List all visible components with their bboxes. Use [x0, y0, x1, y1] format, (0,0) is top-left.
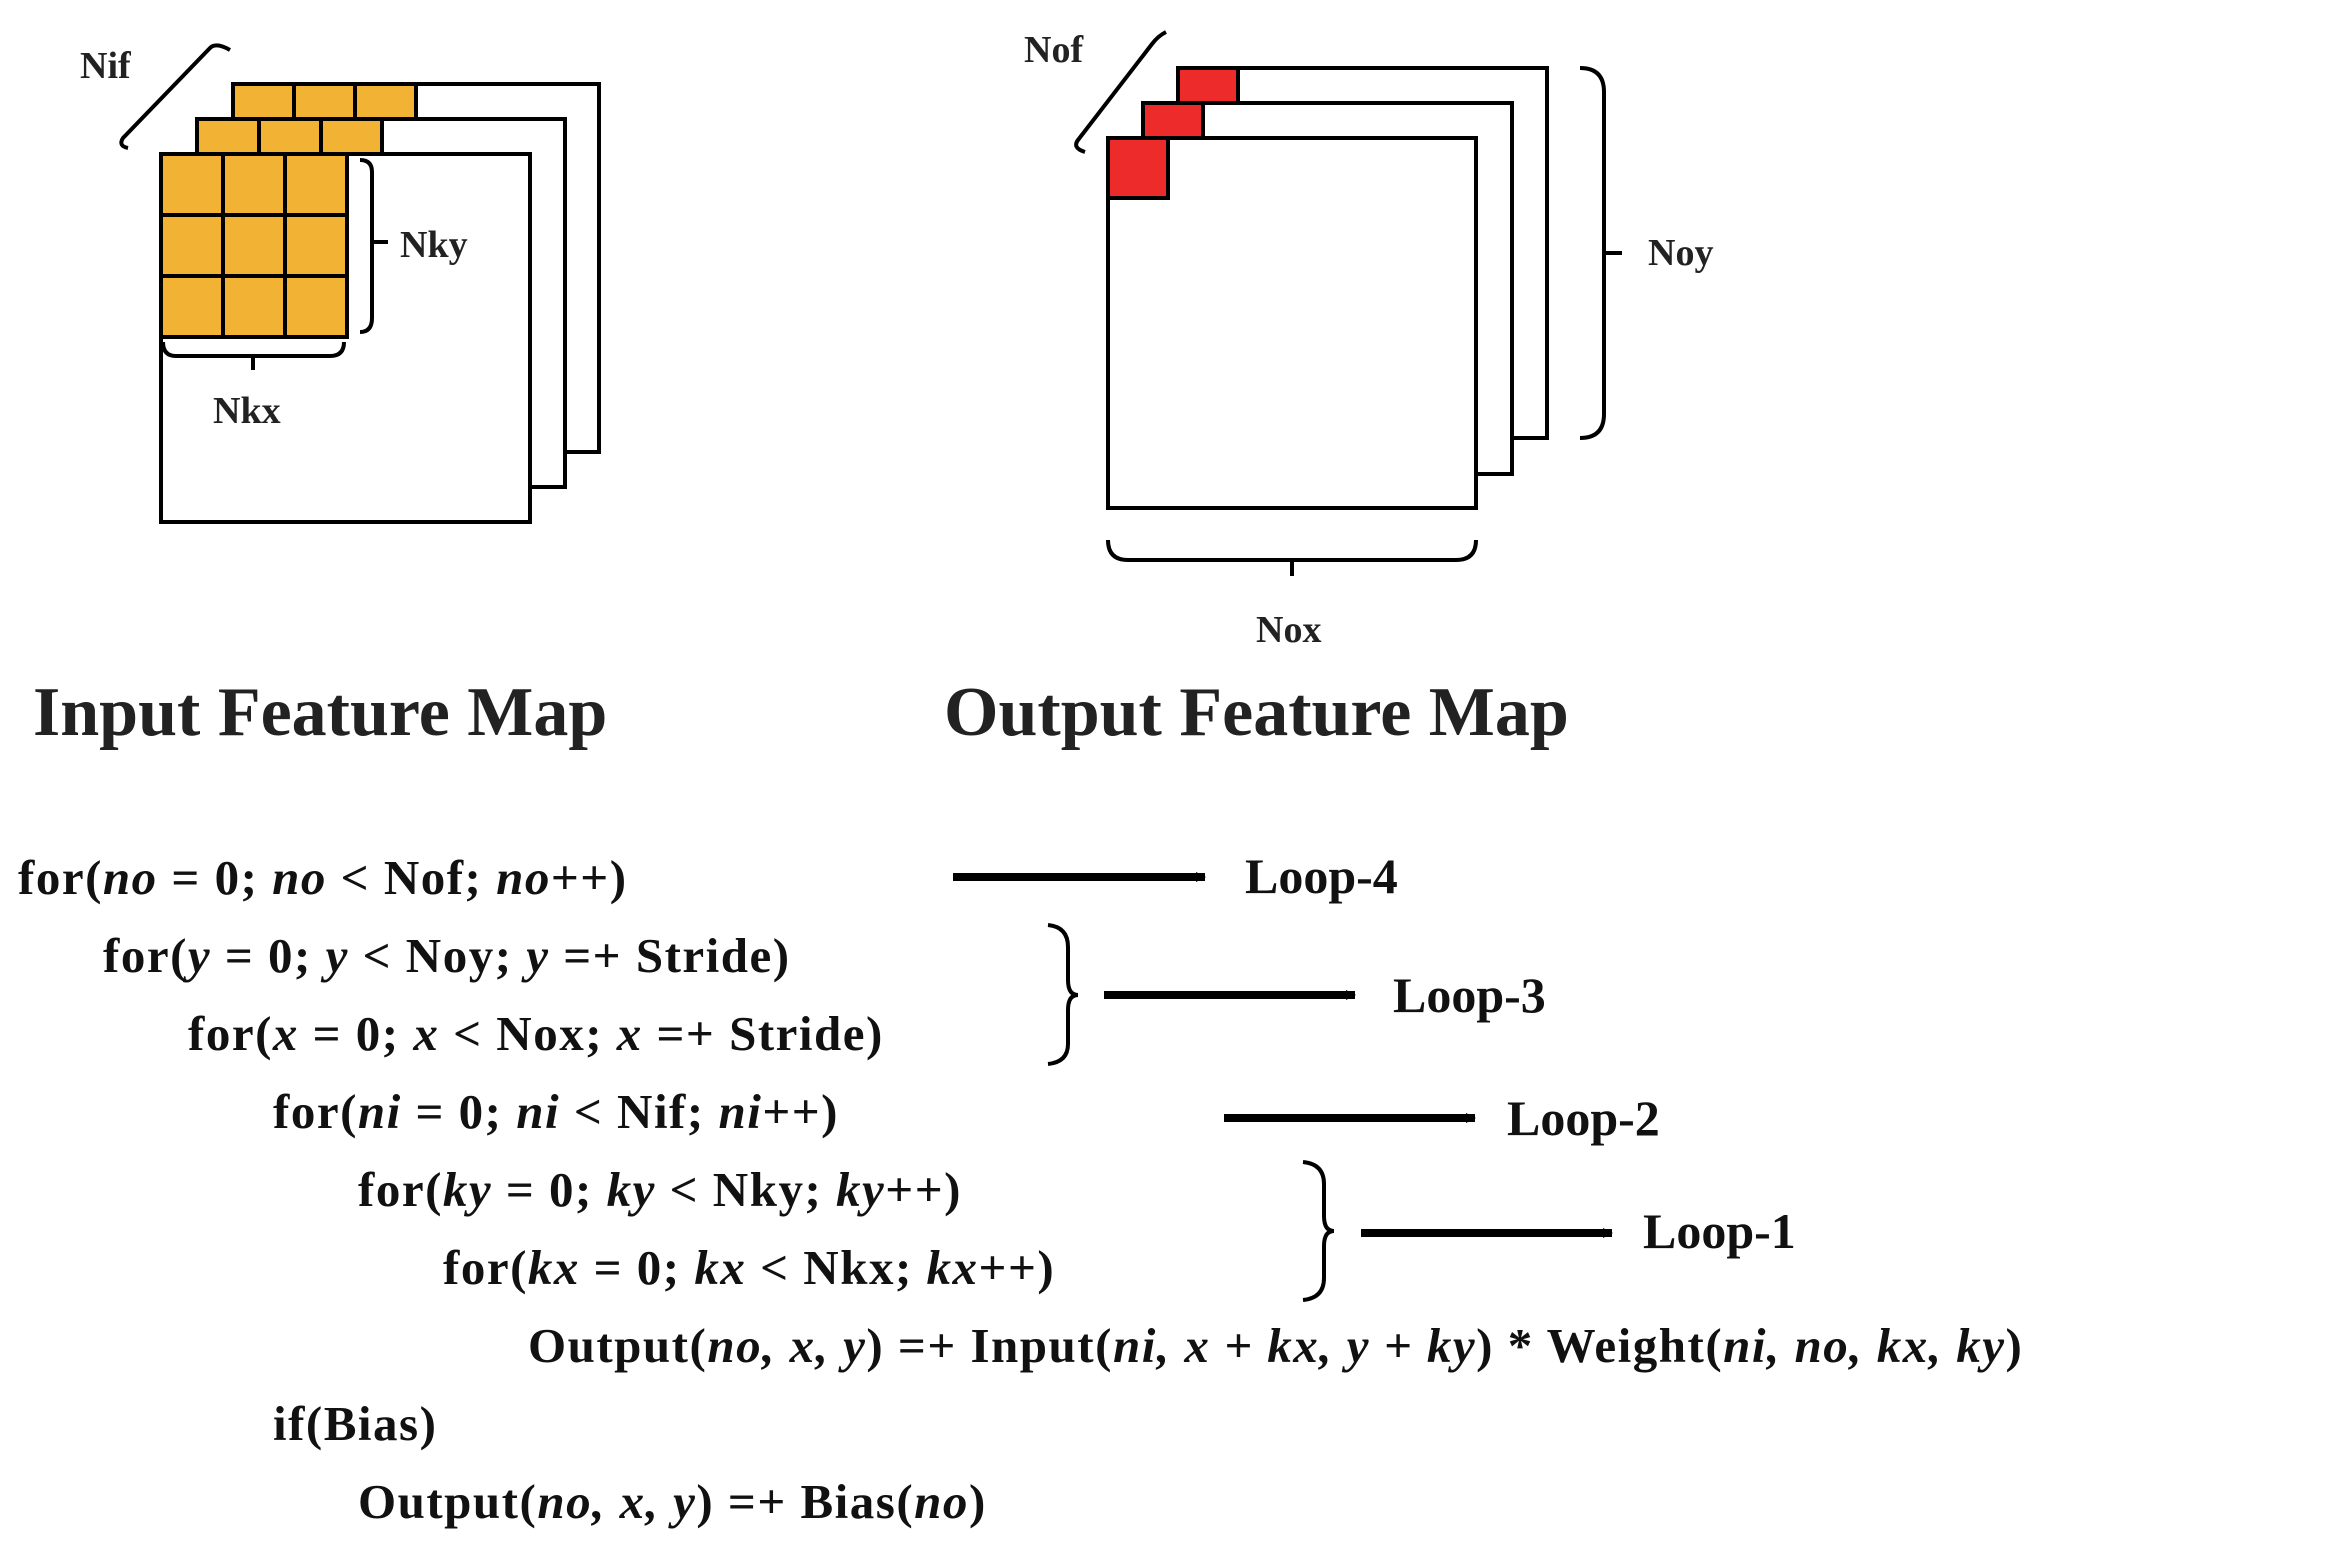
kernel-cell: [221, 274, 287, 339]
kernel-cell: [221, 152, 287, 217]
output-feature-map: Nof Noy Nox Output Feature Map: [944, 29, 1713, 751]
nox-label: Nox: [1256, 609, 1321, 651]
kernel-cell: [283, 213, 349, 278]
nkx-bracket: [161, 341, 346, 370]
input-map-title: Input Feature Map: [33, 674, 607, 751]
input-feature-map: Nif Nky Nkx Input Feature Map: [33, 43, 607, 751]
nox-bracket: [1106, 539, 1478, 576]
kernel-cell: [283, 274, 349, 339]
output-pixel-back: [1176, 66, 1240, 105]
loop3-brace: [1047, 923, 1079, 1066]
kernel-cell: [283, 152, 349, 217]
kernel-cell: [159, 152, 225, 217]
kernel-strip-middle: [195, 117, 384, 156]
output-pixel-front: [1106, 136, 1170, 200]
noy-label: Noy: [1648, 232, 1713, 274]
nof-bracket: [1074, 30, 1167, 154]
kernel-cell: [221, 213, 287, 278]
kernel-cell: [159, 274, 225, 339]
nky-bracket: [359, 158, 388, 334]
kernel-grid: [159, 152, 349, 339]
loop-annotations: [953, 872, 1613, 1302]
nif-bracket: [119, 43, 231, 150]
output-pixel-middle: [1141, 101, 1205, 140]
nof-label: Nof: [1024, 29, 1084, 71]
nky-label: Nky: [400, 224, 468, 266]
output-map-title: Output Feature Map: [944, 674, 1569, 751]
nif-label: Nif: [80, 45, 132, 87]
noy-bracket: [1579, 66, 1622, 440]
kernel-strip-back: [231, 82, 418, 121]
loop1-brace: [1302, 1160, 1335, 1302]
kernel-cell: [159, 213, 225, 278]
nkx-label: Nkx: [213, 390, 281, 432]
